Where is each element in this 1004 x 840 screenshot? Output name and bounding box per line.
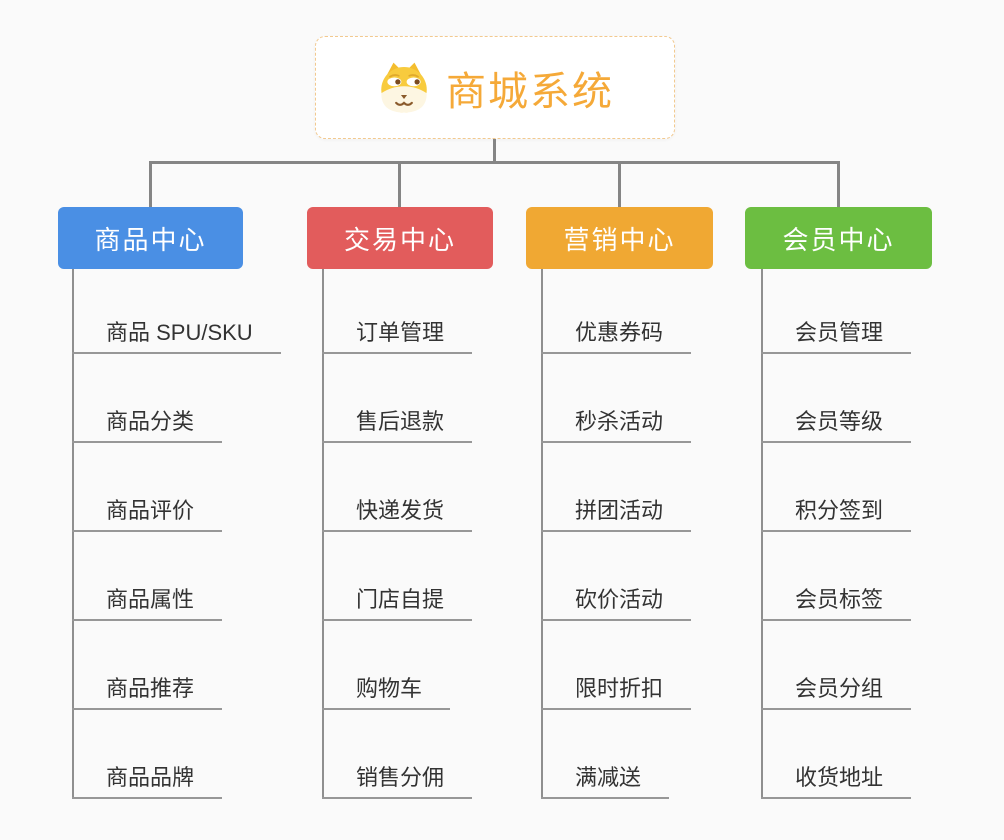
trunk-line-trade bbox=[322, 269, 324, 799]
branch-node-member-center[interactable]: 会员中心 bbox=[745, 207, 932, 269]
leaf-node[interactable]: 商品 SPU/SKU bbox=[72, 318, 281, 354]
branch-node-product-center[interactable]: 商品中心 bbox=[58, 207, 243, 269]
root-node-mall-system[interactable]: 商城系统 bbox=[315, 36, 675, 139]
leaf-node[interactable]: 商品品牌 bbox=[72, 763, 223, 799]
leaf-node[interactable]: 砍价活动 bbox=[541, 585, 692, 621]
leaf-node[interactable]: 秒杀活动 bbox=[541, 407, 692, 443]
leaf-node[interactable]: 积分签到 bbox=[761, 496, 912, 532]
branch-label: 营销中心 bbox=[563, 224, 676, 255]
leaf-node[interactable]: 会员标签 bbox=[761, 585, 912, 621]
leaf-node[interactable]: 快递发货 bbox=[322, 496, 473, 532]
leaf-node[interactable]: 购物车 bbox=[322, 674, 451, 710]
shiba-dog-icon bbox=[376, 60, 432, 116]
trunk-line-member bbox=[761, 269, 763, 799]
branch-label: 交易中心 bbox=[343, 224, 456, 255]
leaf-node[interactable]: 拼团活动 bbox=[541, 496, 692, 532]
root-node-label: 商城系统 bbox=[446, 69, 614, 114]
leaf-node[interactable]: 会员分组 bbox=[761, 674, 912, 710]
trunk-line-product bbox=[72, 269, 74, 799]
leaf-node[interactable]: 门店自提 bbox=[322, 585, 473, 621]
connector-drop-marketing bbox=[618, 161, 621, 208]
branch-node-marketing-center[interactable]: 营销中心 bbox=[526, 207, 713, 269]
branch-node-trade-center[interactable]: 交易中心 bbox=[307, 207, 493, 269]
leaf-node[interactable]: 限时折扣 bbox=[541, 674, 692, 710]
connector-drop-trade bbox=[398, 161, 401, 208]
leaf-node[interactable]: 会员管理 bbox=[761, 318, 912, 354]
leaf-node[interactable]: 商品属性 bbox=[72, 585, 223, 621]
leaf-node[interactable]: 商品评价 bbox=[72, 496, 223, 532]
connector-root-drop bbox=[493, 139, 496, 163]
leaf-node[interactable]: 商品推荐 bbox=[72, 674, 223, 710]
branch-label: 商品中心 bbox=[94, 224, 207, 255]
leaf-node[interactable]: 商品分类 bbox=[72, 407, 223, 443]
connector-drop-product bbox=[149, 161, 152, 208]
leaf-node[interactable]: 销售分佣 bbox=[322, 763, 473, 799]
connector-horizontal bbox=[149, 161, 840, 164]
leaf-node[interactable]: 订单管理 bbox=[322, 318, 473, 354]
branch-label: 会员中心 bbox=[782, 224, 895, 255]
leaf-node[interactable]: 收货地址 bbox=[761, 763, 912, 799]
trunk-line-marketing bbox=[541, 269, 543, 799]
connector-drop-member bbox=[837, 161, 840, 208]
leaf-node[interactable]: 优惠券码 bbox=[541, 318, 692, 354]
leaf-node[interactable]: 会员等级 bbox=[761, 407, 912, 443]
leaf-node[interactable]: 满减送 bbox=[541, 763, 670, 799]
leaf-node[interactable]: 售后退款 bbox=[322, 407, 473, 443]
